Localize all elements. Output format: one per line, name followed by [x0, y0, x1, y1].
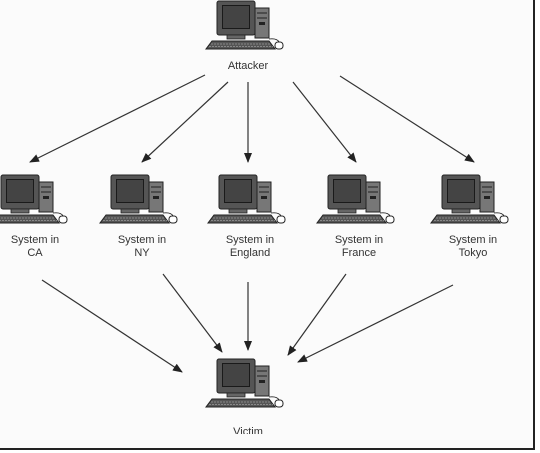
system-ca-label: System in CA: [10, 234, 60, 259]
node-victim: Victim: [203, 356, 293, 434]
system-england-label: System in England: [225, 234, 275, 259]
edge-ny-victim: [162, 273, 223, 353]
victim-label: Victim: [233, 426, 263, 434]
computer-icon: [207, 174, 286, 224]
node-system-france: System in France: [314, 172, 404, 260]
computer-icon: [430, 174, 509, 224]
node-system-ca: System in CA: [0, 172, 77, 260]
edge-ca-victim: [41, 279, 183, 373]
edge-attacker-ny: [141, 81, 229, 163]
attacker-label: Attacker: [227, 60, 269, 72]
computer-icon: [205, 0, 284, 50]
computer-icon: [205, 358, 284, 408]
computer-icon: [99, 174, 178, 224]
computer-icon: [0, 174, 68, 224]
edge-france-victim: [287, 273, 347, 356]
system-france-label: System in France: [334, 234, 384, 259]
edge-attacker-tokyo: [339, 75, 475, 163]
edge-attacker-france: [292, 81, 357, 163]
system-tokyo-label: System in Tokyo: [448, 234, 498, 259]
edge-tokyo-victim: [297, 284, 454, 363]
node-system-ny: System in NY: [97, 172, 187, 260]
edge-attacker-ca: [29, 74, 206, 163]
node-system-tokyo: System in Tokyo: [428, 172, 518, 260]
system-ny-label: System in NY: [117, 234, 167, 259]
node-system-england: System in England: [205, 172, 295, 260]
node-attacker: Attacker: [203, 0, 293, 73]
computer-icon: [316, 174, 395, 224]
